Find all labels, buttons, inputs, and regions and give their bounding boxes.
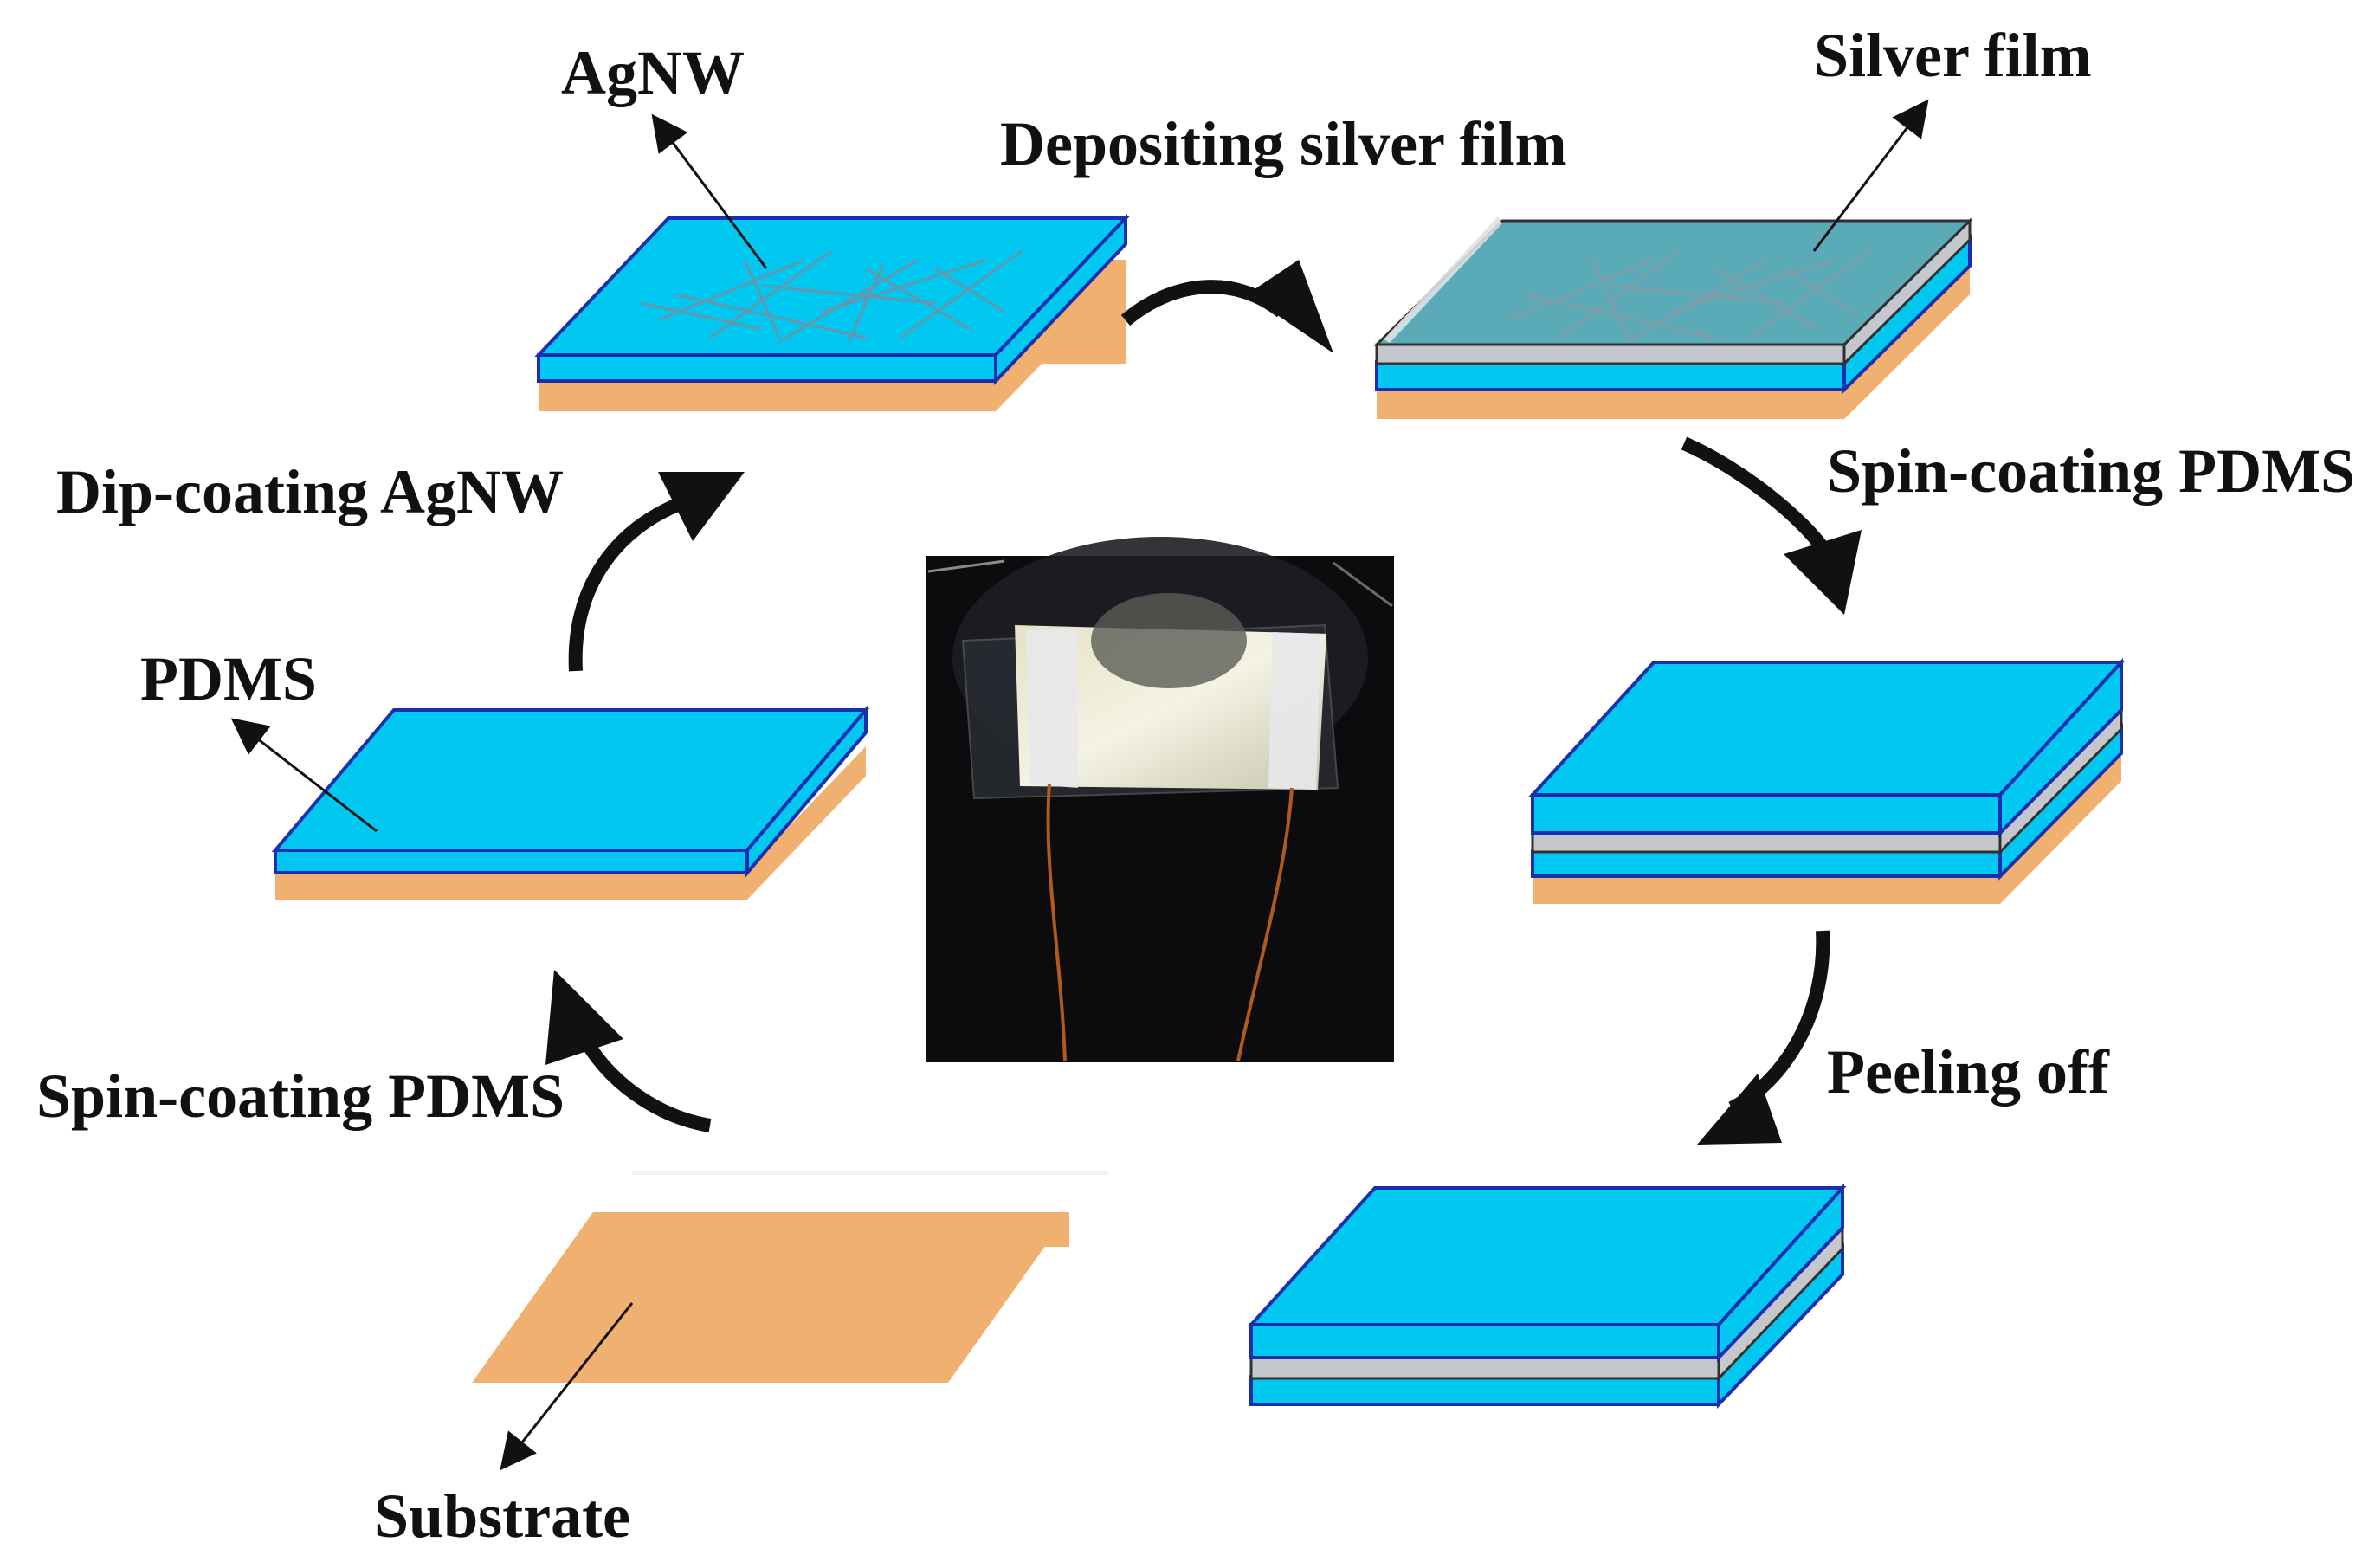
spin-coating-right-label: Spin-coating PDMS: [1827, 436, 2355, 506]
arrow-spin-left-icon: [545, 970, 712, 1132]
agnw-label: AgNW: [561, 38, 745, 107]
peeled-layer-stack: [1247, 1183, 1847, 1409]
dip-coating-label: Dip-coating AgNW: [56, 457, 564, 526]
silver-film-pointer: [1812, 99, 1929, 252]
encapsulated-layer-stack: [1528, 657, 2126, 904]
arrow-peel-icon: [1697, 930, 1830, 1145]
silver-film-layer-stack: [1373, 216, 1973, 419]
depositing-label: Depositing silver film: [1000, 109, 1567, 178]
substrate-pointer: [500, 1302, 634, 1471]
pdms-label: PDMS: [140, 644, 317, 713]
arrow-dip-icon: [568, 472, 745, 672]
device-photo: [926, 537, 1394, 1062]
spin-coating-left-label: Spin-coating PDMS: [36, 1061, 565, 1131]
arrow-spin-right-icon: [1681, 436, 1862, 615]
substrate-label: Substrate: [374, 1481, 630, 1551]
peeling-off-label: Peeling off: [1827, 1037, 2110, 1107]
silver-film-front: [1375, 343, 1846, 365]
pointer-lines: [230, 99, 1929, 1471]
pdms-pointer: [230, 718, 378, 833]
pdms-front: [537, 353, 997, 383]
pdms-side: [994, 213, 1127, 386]
nanowire-network: [640, 249, 1023, 344]
agnw-layer-stack: [534, 213, 1130, 411]
bare-substrate: [472, 1171, 1108, 1383]
process-arrows: [545, 260, 1862, 1145]
silver-film-label: Silver film: [1814, 21, 2092, 90]
pdms-layer-stack: [271, 705, 870, 900]
arrow-deposit-icon: [1120, 260, 1333, 353]
agnw-pointer: [651, 113, 768, 269]
substrate-plate: [472, 1212, 1069, 1383]
